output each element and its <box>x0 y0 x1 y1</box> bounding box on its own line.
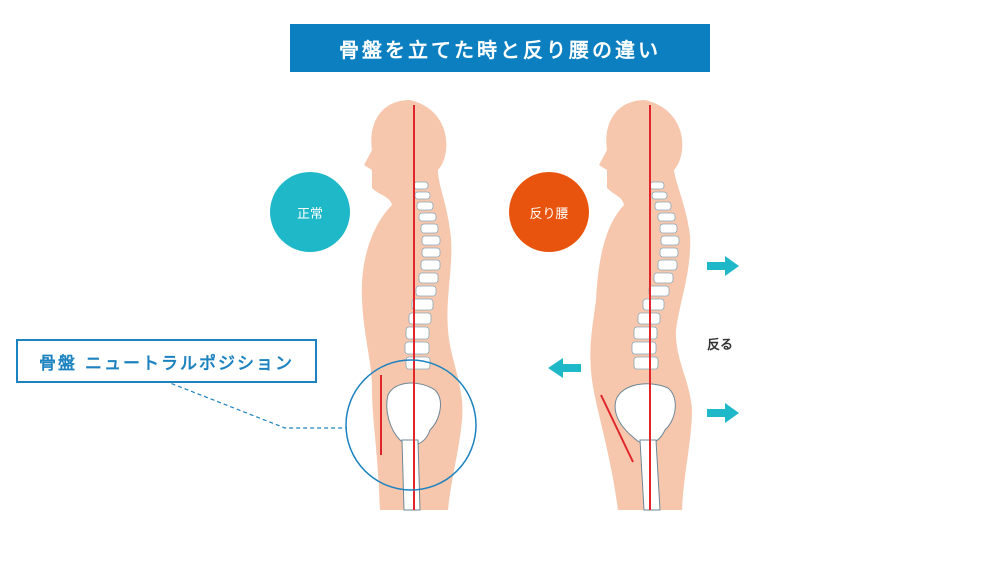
sway-posture-figure <box>548 100 739 511</box>
callout-leader-line <box>164 380 347 429</box>
normal-femur <box>401 439 421 511</box>
sway-pelvis <box>614 383 676 445</box>
normal-badge: 正常 <box>270 172 350 252</box>
normal-spine <box>404 181 441 370</box>
pelvis-highlight-circle <box>345 359 477 491</box>
arrow-right-icon <box>707 256 739 276</box>
page-title: 骨盤を立てた時と反り腰の違い <box>290 24 710 72</box>
arch-annotation: 反る <box>707 338 734 353</box>
arrow-right-icon <box>707 403 739 423</box>
pelvis-neutral-callout: 骨盤 ニュートラルポジション <box>16 339 317 383</box>
sway-back-badge: 反り腰 <box>509 172 589 252</box>
sway-pelvis-line <box>600 394 634 463</box>
normal-posture-figure <box>164 100 477 511</box>
arrow-left-icon <box>548 358 581 378</box>
